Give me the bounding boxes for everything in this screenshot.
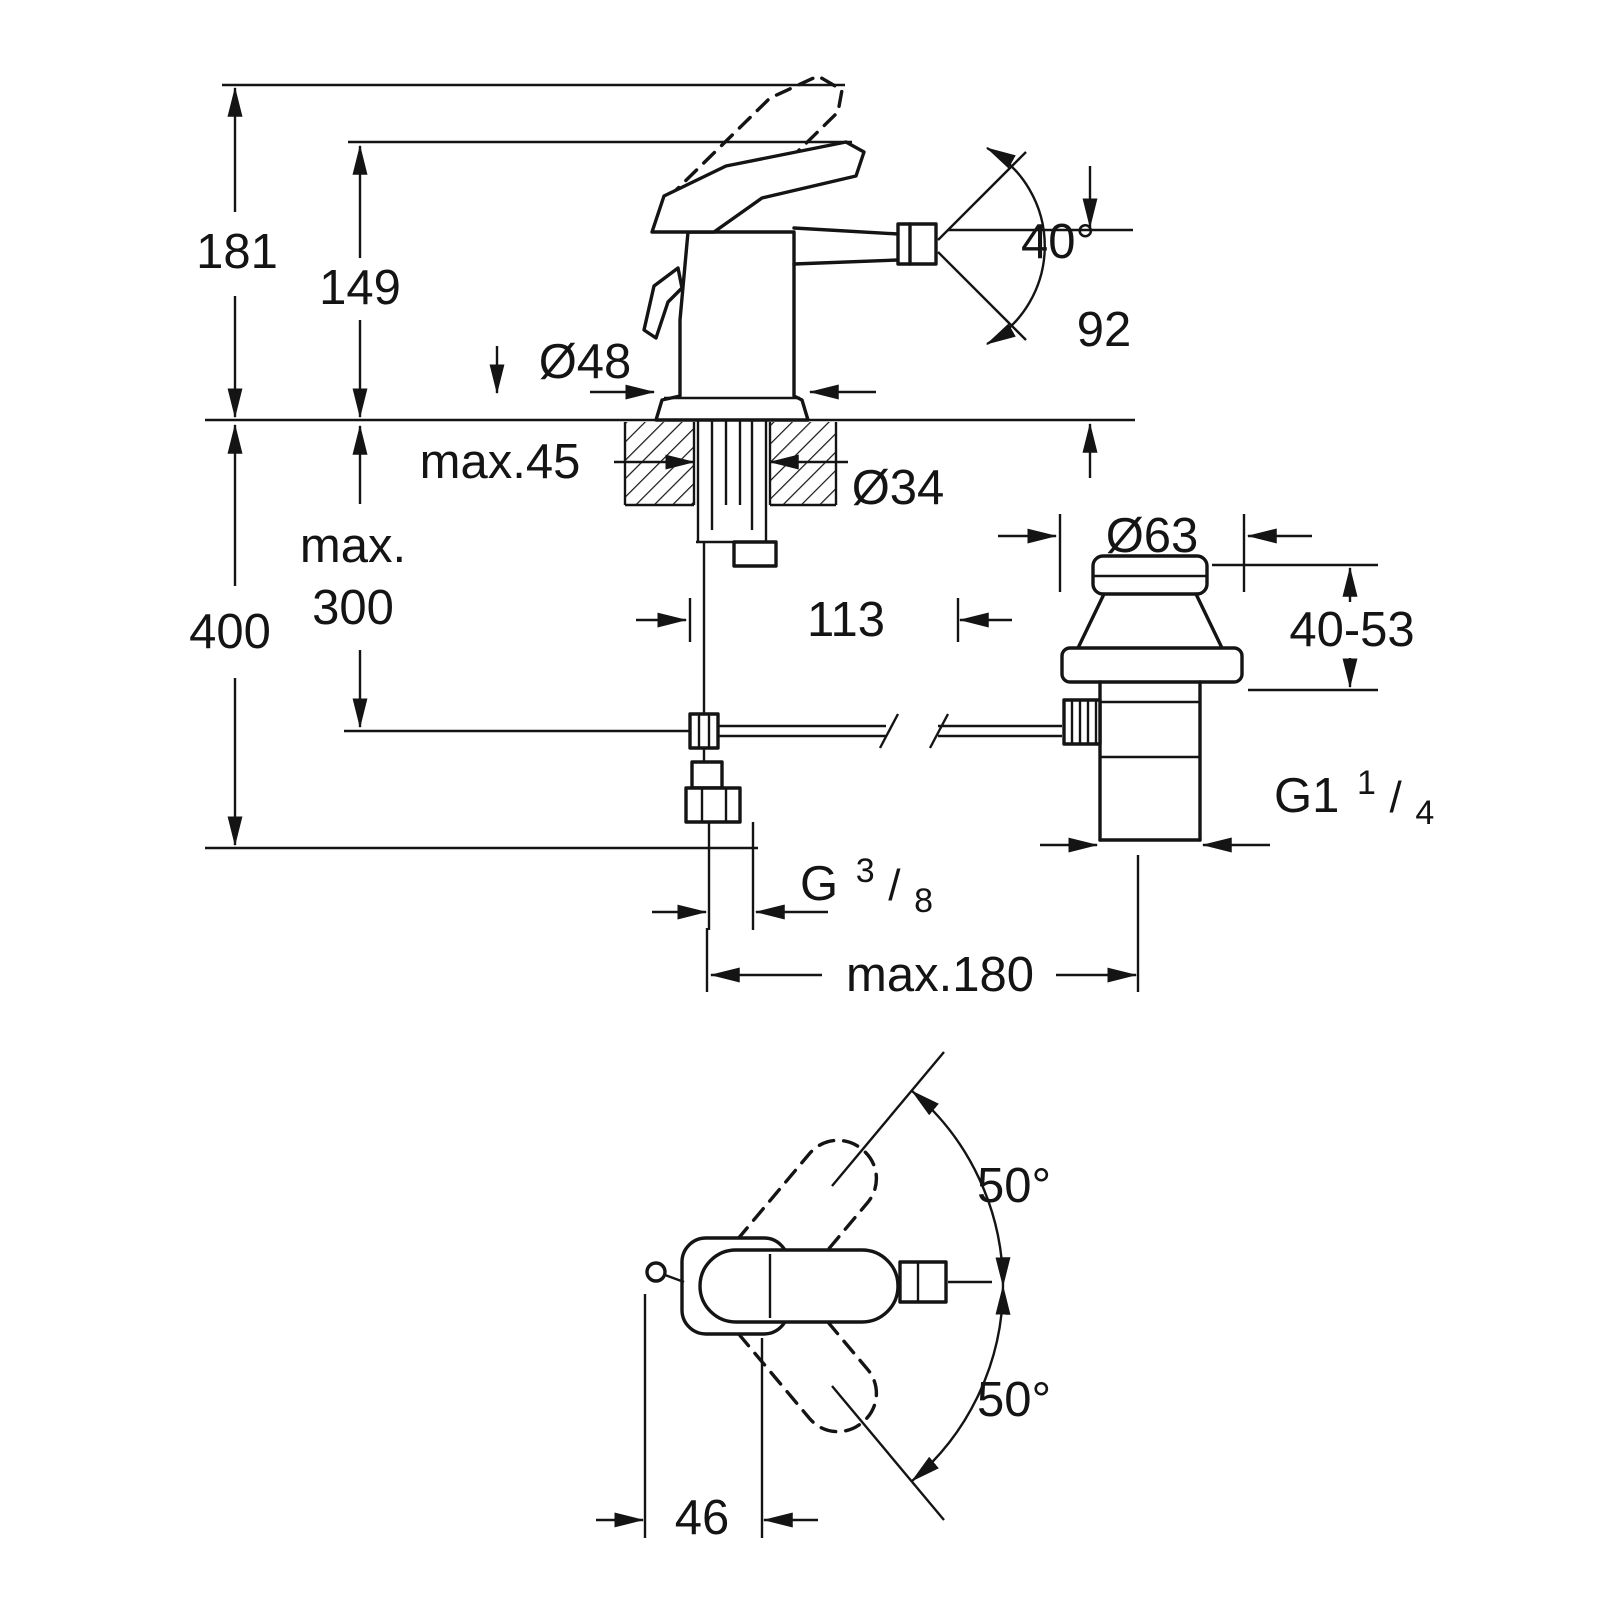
supply-nut xyxy=(684,786,742,824)
spout-aerator xyxy=(896,222,938,266)
faucet-body xyxy=(654,230,810,422)
dim-handle-angle-up: 50° xyxy=(977,1159,1051,1213)
handle-top-view xyxy=(643,1051,992,1538)
rod-clamp-knob xyxy=(1062,698,1102,746)
dim-thread-supply: G 3 / 8 xyxy=(800,839,933,920)
hose-nipple xyxy=(732,540,778,568)
faucet-handle xyxy=(650,140,866,234)
countertop-section xyxy=(623,422,838,507)
supply-connection xyxy=(684,748,755,930)
spout-angle-arc xyxy=(985,146,1046,346)
drain-flange xyxy=(1060,646,1244,684)
dim-offset-113: 113 xyxy=(807,593,885,647)
supply-elbow xyxy=(690,760,724,790)
faucet-side-view xyxy=(642,74,938,568)
dim-dia-hole: Ø34 xyxy=(852,461,945,515)
dim-depth-max-line2: 300 xyxy=(312,581,394,635)
drain-assembly xyxy=(1060,554,1244,842)
dim-thread-waste: G1 1 / 4 xyxy=(1274,751,1434,832)
dim-dia-base: Ø48 xyxy=(539,335,632,389)
dim-handle-offset: 46 xyxy=(675,1491,730,1545)
dim-spout-height: 92 xyxy=(1077,303,1132,357)
dim-height-total: 181 xyxy=(196,225,278,279)
dimension-lines xyxy=(227,86,1358,1528)
dim-depth-max-line1: max. xyxy=(300,519,406,573)
handle-angle-arc-up xyxy=(911,1090,1011,1288)
dim-height-handle: 149 xyxy=(319,261,401,315)
spout-top-view xyxy=(898,1260,948,1304)
handle-angle-arc-down xyxy=(911,1284,1011,1482)
dim-spout-angle: 40° xyxy=(1021,215,1095,269)
pop-up-rod xyxy=(688,542,1062,750)
dim-dia-waste-flange: Ø63 xyxy=(1106,509,1199,563)
pop-up-pull-lever xyxy=(642,266,684,340)
dimension-labels: 181 149 400 max. 300 Ø48 max.45 Ø34 113 … xyxy=(189,215,1434,1545)
dim-height-below: 400 xyxy=(189,605,271,659)
dim-reach-max: max.180 xyxy=(846,948,1034,1002)
dim-waste-range: 40-53 xyxy=(1289,603,1414,657)
handle-raised-dashed-outline xyxy=(666,74,844,206)
rod-joint xyxy=(688,712,720,750)
pull-lever-top-view xyxy=(645,1261,667,1283)
handle-lever-top-view xyxy=(698,1248,900,1324)
dim-deck-max: max.45 xyxy=(420,435,581,489)
dim-handle-angle-down: 50° xyxy=(977,1373,1051,1427)
